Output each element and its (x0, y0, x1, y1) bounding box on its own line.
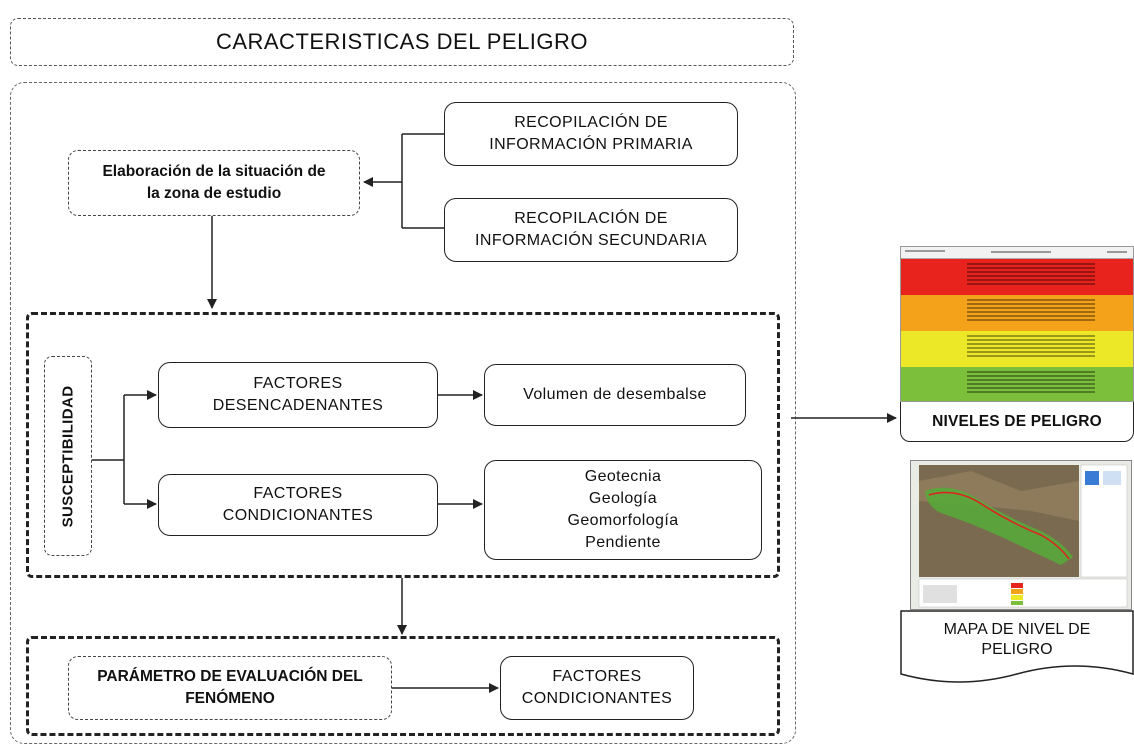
susceptibilidad-node: SUSCEPTIBILIDAD (44, 356, 92, 556)
niveles-peligro-label-box: NIVELES DE PELIGRO (900, 402, 1134, 442)
legend-row-low (901, 367, 1133, 401)
legend-row-medium (901, 331, 1133, 367)
diagram-title: CARACTERISTICAS DEL PELIGRO (215, 29, 589, 54)
mapa-peligro-label-box: MAPA DE NIVEL DE PELIGRO (900, 612, 1134, 668)
mapa-peligro-image (910, 460, 1132, 610)
condicionantes-list-node: Geotecnia Geología Geomorfología Pendien… (484, 460, 762, 560)
legend-row-very-high (901, 259, 1133, 295)
factores-desencadenantes-node: FACTORES DESENCADENANTES (158, 362, 438, 428)
elaboracion-node: Elaboración de la situación de la zona d… (68, 150, 360, 216)
recopilacion-secundaria-label: RECOPILACIÓN DE INFORMACIÓN SECUNDARIA (475, 210, 707, 249)
susceptibilidad-block (26, 312, 780, 578)
mapa-document-shape (900, 610, 1134, 683)
mapa-peligro-label: MAPA DE NIVEL DE PELIGRO (943, 621, 1091, 658)
factores-condicionantes-label: FACTORES CONDICIONANTES (222, 485, 374, 524)
niveles-table-header (901, 247, 1133, 259)
volumen-desembalse-label: Volumen de desembalse (523, 386, 707, 403)
condicionantes-list-label: Geotecnia Geología Geomorfología Pendien… (567, 468, 679, 551)
diagram-title-box: CARACTERISTICAS DEL PELIGRO (10, 18, 794, 66)
recopilacion-primaria-node: RECOPILACIÓN DE INFORMACIÓN PRIMARIA (444, 102, 738, 166)
factores-condicionantes-2-label: FACTORES CONDICIONANTES (521, 668, 673, 707)
parametro-label: PARÁMETRO DE EVALUACIÓN DEL FENÓMENO (97, 668, 363, 707)
volumen-desembalse-node: Volumen de desembalse (484, 364, 746, 426)
niveles-peligro-table-image (900, 246, 1134, 402)
factores-desencadenantes-label: FACTORES DESENCADENANTES (212, 375, 384, 414)
recopilacion-secundaria-node: RECOPILACIÓN DE INFORMACIÓN SECUNDARIA (444, 198, 738, 262)
susceptibilidad-label: SUSCEPTIBILIDAD (59, 385, 77, 527)
legend-row-high (901, 295, 1133, 331)
mapa-peligro-svg (918, 464, 1128, 608)
elaboracion-label: Elaboración de la situación de la zona d… (102, 163, 326, 202)
factores-condicionantes-2-node: FACTORES CONDICIONANTES (500, 656, 694, 720)
niveles-table-rows (901, 259, 1133, 401)
factores-condicionantes-node: FACTORES CONDICIONANTES (158, 474, 438, 536)
parametro-block (26, 636, 780, 736)
recopilacion-primaria-label: RECOPILACIÓN DE INFORMACIÓN PRIMARIA (489, 114, 693, 153)
niveles-peligro-label: NIVELES DE PELIGRO (932, 412, 1102, 430)
parametro-node: PARÁMETRO DE EVALUACIÓN DEL FENÓMENO (68, 656, 392, 720)
process-container (10, 82, 796, 744)
